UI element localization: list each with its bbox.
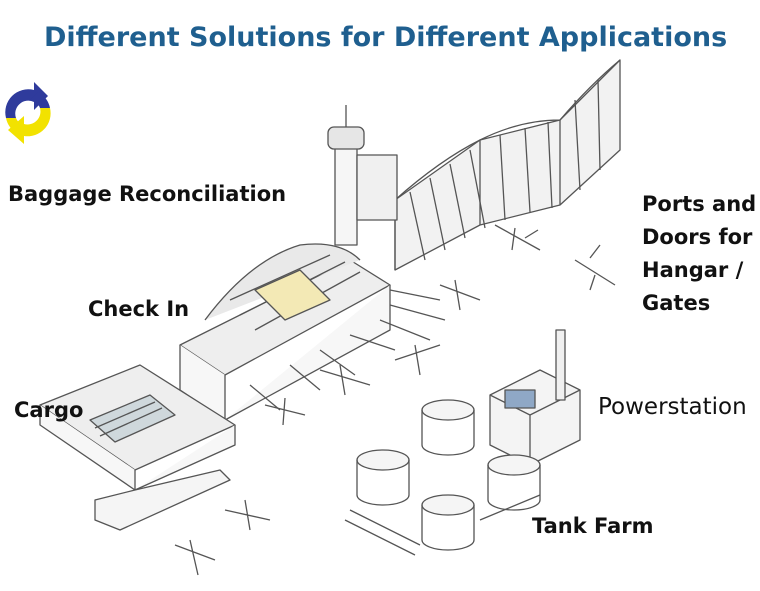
ports-line-3: Hangar / — [642, 258, 744, 282]
hangar — [394, 59, 621, 271]
ports-line-1: Ports and — [642, 192, 757, 216]
airplanes — [174, 224, 616, 576]
cargo-label: Cargo — [14, 398, 84, 422]
control-tower — [327, 105, 398, 246]
cycle-arrows-icon — [5, 82, 51, 144]
ports-doors-label: Ports and Doors for Hangar / Gates — [642, 188, 760, 320]
check-in-label: Check In — [88, 297, 190, 321]
ports-line-2: Doors for — [642, 225, 753, 249]
powerstation-label: Powerstation — [598, 394, 747, 420]
tank-farm — [344, 399, 541, 556]
powerstation — [489, 329, 581, 466]
terminal — [179, 243, 446, 421]
baggage-reconciliation-label: Baggage Reconciliation — [8, 182, 287, 206]
cargo-building — [39, 364, 236, 531]
page-title: Different Solutions for Different Applic… — [44, 22, 728, 53]
tank-farm-label: Tank Farm — [532, 514, 654, 538]
ports-line-4: Gates — [642, 291, 711, 315]
